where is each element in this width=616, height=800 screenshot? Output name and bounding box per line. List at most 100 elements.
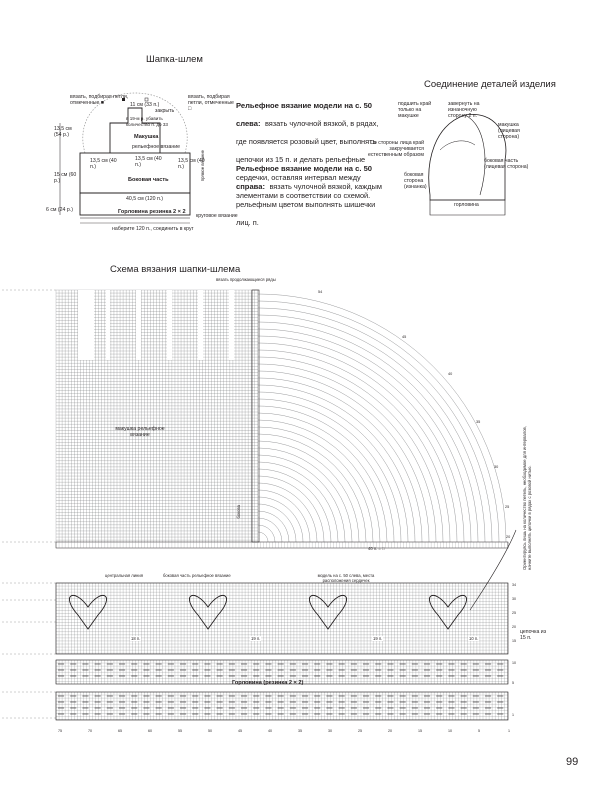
arc-row (257, 293, 507, 543)
heart-motif (189, 595, 227, 630)
arc-row (257, 377, 423, 543)
instruction-right-title: Рельефное вязание модели на с. 50 справа… (236, 164, 373, 191)
arc-row (257, 461, 339, 543)
label-width-total: 40,5 см (120 п.) (126, 196, 163, 202)
column-number: 25 (358, 729, 362, 733)
label-knit-right: вязать, подбирая петли, отмеченные □ (188, 94, 234, 112)
interval-4: 10 п. (468, 636, 480, 641)
column-number: 70 (88, 729, 92, 733)
column-number: 50 (208, 729, 212, 733)
arc-row (257, 503, 297, 543)
label-crown: Макушка (134, 134, 159, 140)
label-neck: Горловина резинка 2 × 2 (118, 209, 186, 215)
label-side-part: боковая часть (163, 573, 191, 578)
arc-row-number: 30 (494, 465, 498, 469)
arc-row (257, 475, 325, 543)
instruction-left: Рельефное вязание модели на с. 50 слева:… (236, 95, 386, 203)
asm-face-side: Со стороны лица край закручивается естес… (367, 140, 424, 158)
label-w-left: 13,5 см (40 п.) (90, 158, 117, 170)
label-top-width: 11 см (33 п.) (130, 102, 160, 108)
column-number: 10 (448, 729, 452, 733)
column-number: 30 (328, 729, 332, 733)
column-number: 40 (268, 729, 272, 733)
arc-row (257, 321, 479, 543)
asm-crown-face: макушка (лицевая сторона) (498, 122, 520, 140)
arc-row-number: 35 (476, 420, 480, 424)
label-left-h2: 15 см (60 р.) (54, 172, 77, 184)
row-number: 30 (512, 597, 516, 601)
label-side-part: Боковая часть (128, 177, 169, 183)
grid-gap (78, 290, 94, 360)
rib-grid-border (55, 659, 509, 685)
row-number: 10 (512, 661, 516, 665)
arc-row (257, 419, 381, 543)
arc-row (257, 307, 493, 543)
grid-gap (106, 290, 110, 360)
side-note: Ориентируясь лишь на количество петель, … (522, 426, 532, 570)
arc-row (257, 524, 276, 543)
hat-schematic (59, 92, 191, 224)
label-neck-chart: Горловина (резинка 2 × 2) (232, 680, 304, 686)
interval-2: 19 п. (250, 636, 262, 641)
column-number: 15 (418, 729, 422, 733)
arc-row (257, 391, 409, 543)
label-decrease: в 19-м р. убавить количество п. до 33 (126, 116, 168, 127)
label-chain: цепочка из 15 п. (520, 629, 547, 641)
heart-motif (309, 595, 347, 630)
row-number: 5 (512, 681, 514, 685)
assembly-drawing (428, 113, 507, 216)
label-model-ref: модель на с. 50 слева, места расположени… (317, 573, 375, 583)
column-number: 5 (478, 729, 480, 733)
arc-row (257, 314, 486, 543)
chart-crown-label: макушка рельефное вязание (115, 426, 165, 438)
arc-row (257, 531, 269, 543)
label-center-line: центральная линия (105, 573, 143, 578)
label-stockinette: прямое вязание (200, 150, 205, 182)
column-number: 55 (178, 729, 182, 733)
arc-row (257, 496, 304, 543)
side-grid-border (55, 582, 509, 655)
heart-motif (429, 595, 467, 630)
instruction-right-body: вязать чулочной вязкой, каждым рельефным… (236, 182, 382, 227)
interval-3: 19 п. (372, 636, 384, 641)
column-number: 1 (508, 729, 510, 733)
arc-row-number: 54 (318, 290, 322, 294)
arc-row-number: 45 (402, 335, 406, 339)
label-left-h1: 13,5 см (54 р.) (54, 126, 72, 138)
instruction-left-body: вязать чулочной вязкой, в рядах, где поя… (236, 119, 379, 200)
arc-row (257, 510, 290, 543)
label-w-mid: 13,5 см (40 п.) (135, 156, 162, 168)
instruction-right: Рельефное вязание модели на с. 50 справа… (236, 158, 386, 230)
row-number: 1 (512, 713, 514, 717)
arc-row (257, 363, 437, 543)
chart-title: Схема вязания шапки-шлема (110, 264, 241, 275)
label-close: закрыть (155, 108, 175, 114)
arc-row (257, 356, 444, 543)
grid-gap (136, 290, 141, 360)
arc-row (257, 412, 388, 543)
grid-gap (167, 290, 172, 360)
rib-grid-border (55, 691, 509, 721)
arc-row-number: 20 (506, 535, 510, 539)
arc-row (257, 328, 472, 543)
column-number: 65 (118, 729, 122, 733)
page-number: 99 (566, 756, 579, 768)
label-cast-on: наберите 120 п., соединить в круг (112, 226, 194, 232)
arc-row (257, 433, 367, 543)
label-knit-left: вязать, подбирая петли, отмеченные ■ (70, 94, 129, 106)
arc-row (257, 482, 318, 543)
row-number: 20 (512, 625, 516, 629)
column-number: 20 (388, 729, 392, 733)
arc-row (257, 447, 353, 543)
grid-gap (229, 290, 234, 360)
grid-gap (198, 290, 203, 360)
arc-row (257, 426, 374, 543)
chart-continue-rows: вязать продолжающиеся ряды (216, 277, 276, 282)
interval-1: 18 п. (130, 636, 142, 641)
leader-line (469, 529, 517, 611)
asm-side-wrong: боковая сторона (изнанка) (404, 172, 427, 190)
arc-row (257, 398, 402, 543)
assembly-title: Соединение деталей изделия (424, 79, 556, 90)
label-left-h3: 6 см (24 р.) (46, 207, 73, 213)
